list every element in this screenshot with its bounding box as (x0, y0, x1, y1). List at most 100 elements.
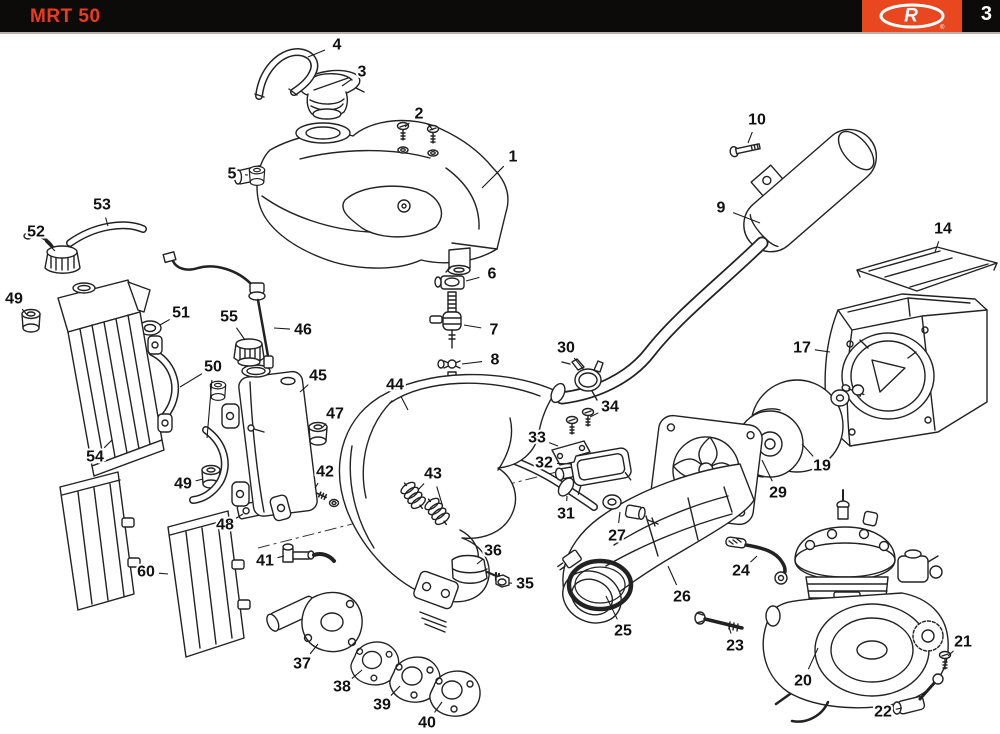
leader-line-22 (895, 707, 903, 710)
part-label-9: 9 (717, 200, 726, 217)
fuel-tap-drawing (429, 291, 462, 349)
radiator-cap-drawing (23, 232, 81, 274)
rubber-mount-drawing (451, 554, 503, 584)
airbox-lid-drawing (856, 246, 998, 292)
part-label-37: 37 (293, 656, 311, 673)
part-label-49: 49 (5, 291, 23, 308)
leader-line-23 (727, 623, 732, 634)
part-label-19: 19 (813, 458, 831, 475)
kickstart-lever-drawing (725, 536, 788, 585)
exhaust-manifold-drawing (266, 591, 363, 653)
leader-line-43 (417, 483, 425, 491)
part-label-35: 35 (516, 576, 534, 593)
brand-logo: R ® (862, 0, 962, 32)
recovery-tank-drawing (554, 447, 632, 495)
leader-line-55 (235, 327, 246, 341)
leader-line-60 (158, 572, 169, 575)
leader-line-48 (235, 513, 244, 519)
logo-registered-mark: ® (940, 24, 945, 31)
part-label-29: 29 (769, 485, 787, 502)
part-label-45: 45 (309, 368, 327, 385)
leader-line-14 (934, 241, 940, 253)
part-label-54: 54 (86, 449, 104, 466)
part-label-17: 17 (793, 340, 811, 357)
silencer-bolt-drawing (729, 143, 761, 158)
part-label-51: 51 (172, 305, 190, 322)
leader-line-49 (21, 308, 28, 316)
leader-line-50 (179, 373, 203, 388)
part-label-4: 4 (333, 37, 342, 54)
engine-drawing (762, 489, 949, 723)
duct-clamp-drawing (557, 549, 634, 612)
leader-line-1 (481, 165, 505, 189)
part-label-49: 49 (174, 476, 192, 493)
part-label-42: 42 (316, 464, 334, 481)
leader-line-7 (463, 324, 482, 329)
leader-line-24 (750, 555, 758, 563)
leader-line-42 (314, 482, 319, 489)
part-label-55: 55 (220, 309, 238, 326)
part-label-20: 20 (794, 673, 812, 690)
hose-clamp-drawing (561, 358, 604, 401)
leader-line-53 (105, 217, 109, 227)
leader-line-20 (807, 647, 819, 670)
leader-line-39 (390, 685, 401, 696)
leader-line-2 (404, 122, 410, 128)
part-label-14: 14 (934, 221, 952, 238)
part-label-5: 5 (228, 166, 237, 183)
leader-line-41 (277, 555, 285, 559)
banjo-fitting-drawing (282, 543, 336, 563)
page-title: MRT 50 (30, 6, 101, 27)
part-label-2: 2 (415, 106, 424, 123)
leader-line-49 (195, 478, 204, 482)
radiator-drawing (57, 279, 173, 477)
oil-sensor-drawing (162, 251, 274, 369)
part-label-39: 39 (373, 697, 391, 714)
part-label-34: 34 (601, 399, 619, 416)
part-label-24: 24 (732, 563, 750, 580)
leader-line-36 (476, 558, 484, 565)
leader-line-21 (947, 650, 954, 657)
part-label-3: 3 (358, 64, 367, 81)
part-label-50: 50 (204, 359, 222, 376)
leader-line-45 (299, 384, 309, 393)
leader-line-52 (44, 240, 56, 252)
part-label-41: 41 (256, 553, 274, 570)
lock-nut-drawing (495, 574, 510, 588)
part-label-26: 26 (673, 589, 691, 606)
leader-line-4 (307, 49, 326, 58)
grommet-extra-drawing (209, 380, 227, 401)
part-label-40: 40 (418, 715, 436, 732)
engine-bolt-drawing (694, 611, 744, 632)
bracket-drawing (551, 440, 591, 466)
leader-line-26 (667, 565, 678, 586)
part-label-53: 53 (93, 197, 111, 214)
leader-line-33 (548, 442, 559, 447)
leader-line-3 (341, 79, 352, 87)
leader-line-40 (434, 701, 443, 713)
logo-letter: R (904, 6, 918, 27)
duct-fittings-drawing (602, 494, 659, 527)
bracket-screws-drawing (565, 407, 595, 435)
leader-line-29 (761, 459, 773, 482)
fuel-line-clamp-top-drawing (434, 267, 465, 290)
part-label-8: 8 (491, 352, 500, 369)
leader-line-25 (605, 595, 618, 620)
part-label-60: 60 (137, 564, 155, 581)
part-label-33: 33 (528, 430, 546, 447)
silencer-drawing (555, 128, 878, 405)
part-label-48: 48 (216, 517, 234, 534)
part-label-38: 38 (333, 679, 351, 696)
part-label-43: 43 (424, 466, 442, 483)
leader-line-2 (427, 123, 434, 131)
fuel-tank-drawing (233, 119, 509, 276)
leader-line-46 (273, 327, 291, 330)
part-label-31: 31 (557, 506, 575, 523)
part-label-21: 21 (954, 634, 972, 651)
part-label-27: 27 (608, 528, 626, 545)
part-label-47: 47 (326, 406, 344, 423)
oil-cap-drawing (233, 338, 265, 367)
part-label-52: 52 (27, 224, 45, 241)
leader-line-37 (309, 643, 319, 655)
tank-grommet-drawing (248, 165, 266, 186)
